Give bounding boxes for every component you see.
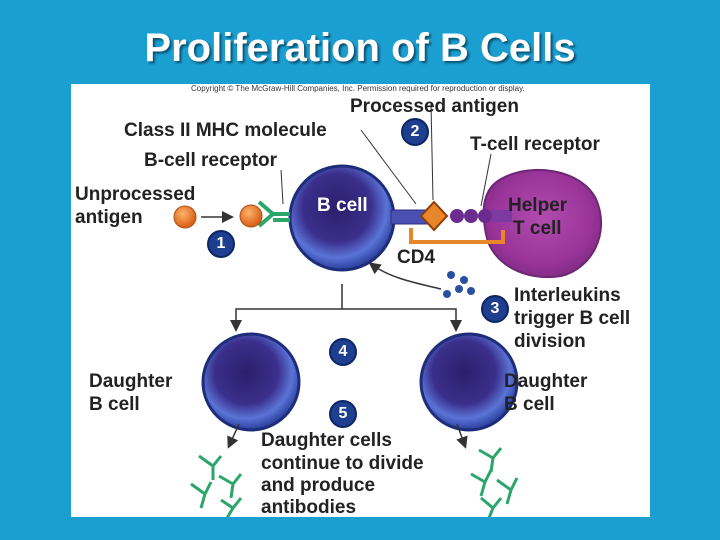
diagram-panel: Copyright © The McGraw-Hill Companies, I…: [71, 84, 650, 518]
t-cell-receptor-bead: [450, 209, 464, 223]
interleukins: [443, 271, 475, 298]
label-daughter-cells-2: continue to divide: [261, 453, 424, 474]
label-cd4: CD4: [397, 247, 436, 268]
label-t-cell-receptor: T-cell receptor: [470, 134, 600, 155]
daughter-b-cell-left: [201, 332, 301, 432]
step-5-badge: 5: [329, 400, 357, 428]
b-cell: [288, 164, 396, 272]
label-daughter-cells-3: and produce: [261, 475, 376, 496]
label-daughter-cells-1: Daughter cells: [261, 430, 392, 451]
label-daughter-right-2: B cell: [504, 394, 555, 415]
step-4-badge: 4: [329, 338, 357, 366]
copyright-notice: Copyright © The McGraw-Hill Companies, I…: [191, 84, 525, 93]
label-unprocessed-antigen-2: antigen: [75, 207, 143, 228]
t-cell-receptor-bead: [478, 209, 492, 223]
t-cell-receptor-stem: [492, 210, 512, 222]
step-1-badge: 1: [207, 230, 235, 258]
label-unprocessed-antigen-1: Unprocessed: [75, 184, 196, 205]
cd4-connector: [409, 228, 505, 244]
daughter-b-cell-right: [419, 332, 519, 432]
label-processed-antigen: Processed antigen: [350, 96, 519, 117]
step-3-badge: 3: [481, 295, 509, 323]
label-daughter-cells-4: antibodies: [261, 497, 357, 518]
label-class-ii-mhc: Class II MHC molecule: [124, 120, 327, 141]
slide-title: Proliferation of B Cells: [144, 26, 576, 70]
antibodies-right: [470, 447, 519, 517]
label-b-cell: B cell: [317, 195, 368, 216]
label-helper-t-cell-2: T cell: [513, 218, 562, 239]
antibodies-left: [190, 454, 243, 517]
processed-antigen-diamond: [419, 200, 449, 232]
label-daughter-left-1: Daughter: [89, 371, 173, 392]
step-2-badge: 2: [401, 118, 429, 146]
t-cell-receptor-bead: [464, 209, 478, 223]
label-helper-t-cell-1: Helper: [508, 195, 568, 216]
label-daughter-right-1: Daughter: [504, 371, 588, 392]
label-b-cell-receptor: B-cell receptor: [144, 150, 278, 171]
diagram-graphics: [173, 103, 602, 517]
label-interleukins-2: trigger B cell: [514, 308, 631, 329]
label-daughter-left-2: B cell: [89, 394, 140, 415]
unprocessed-antigen: [173, 205, 197, 229]
label-interleukins-1: Interleukins: [514, 285, 621, 306]
label-interleukins-3: division: [514, 331, 586, 352]
bound-antigen: [239, 204, 263, 228]
b-cell-receptor: [257, 200, 290, 228]
